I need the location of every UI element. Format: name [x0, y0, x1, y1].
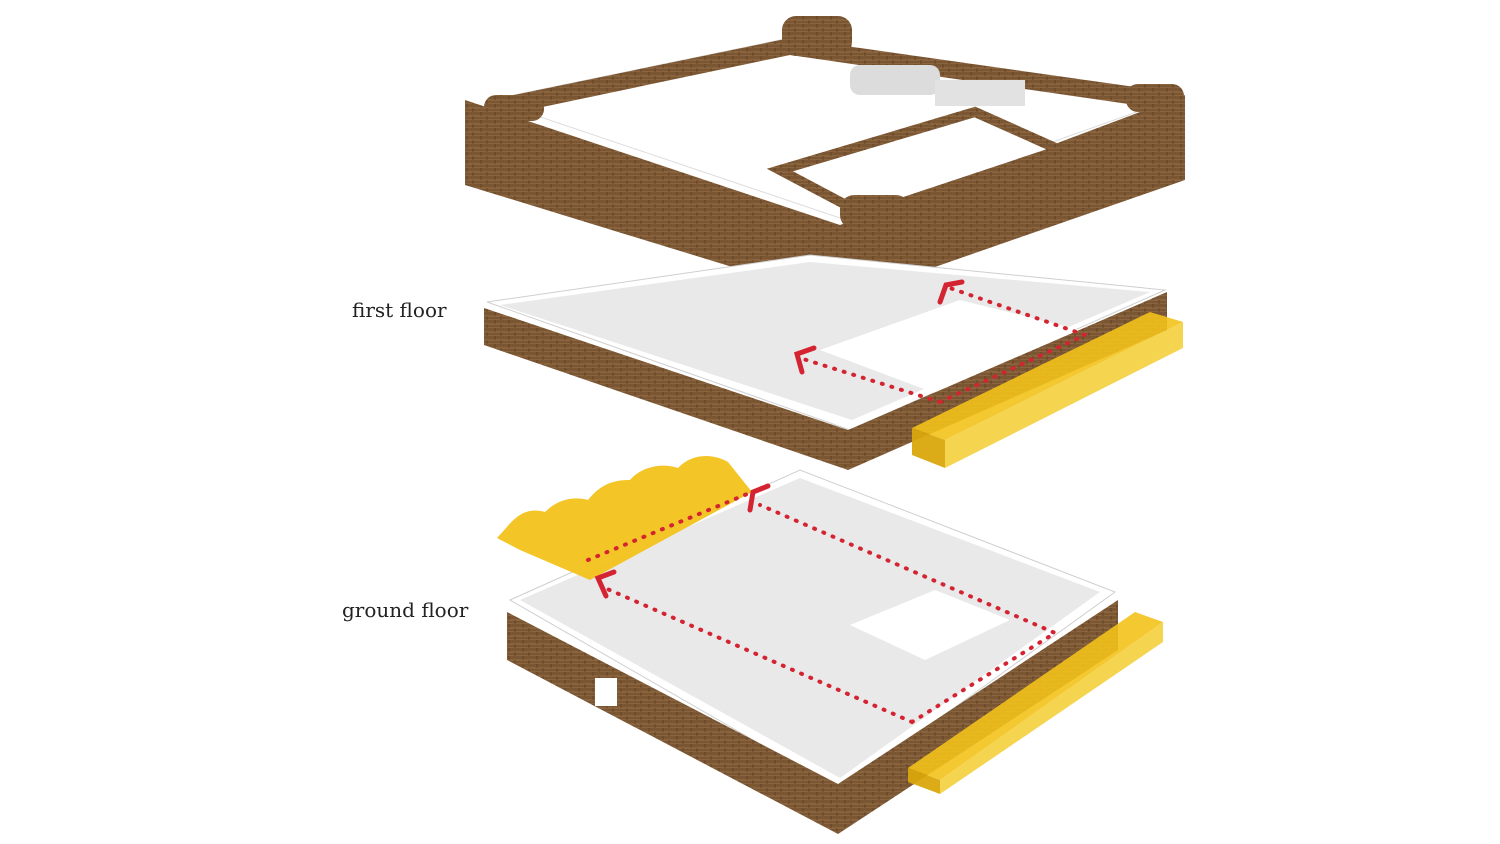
ground-floor-courtyard [850, 590, 1010, 660]
ground-floor-entry-canopy [497, 456, 752, 580]
first-floor-circulation-side [945, 322, 1183, 468]
ground-floor-entrance-door [595, 678, 617, 706]
ground-floor-route-branch [603, 586, 914, 724]
ground-floor-interior [520, 478, 1100, 778]
upper-tower-back [782, 16, 852, 56]
ground-floor-route-path [758, 503, 1060, 724]
upper-tower-right [1126, 84, 1184, 112]
upper-interior-block [850, 65, 940, 95]
upper-tower-inner [840, 195, 910, 229]
upper-tower-left [484, 95, 544, 121]
first-floor-circulation-top [912, 312, 1183, 440]
upper-wall-ring [465, 16, 1185, 300]
first-floor-circulation-front [912, 428, 945, 468]
first-floor-route-arrow-a [937, 279, 965, 305]
first-floor-route-branch [798, 356, 942, 404]
ground-floor-route [586, 483, 1060, 724]
first-floor-courtyard [820, 300, 1080, 395]
ground-floor-label: ground floor [342, 598, 469, 622]
ground-floor-circulation-bar [908, 612, 1163, 794]
ground-floor-route-arrow-b [594, 569, 617, 599]
entry-canopy-shape [497, 456, 752, 580]
first-floor-plate [484, 254, 1183, 470]
ground-floor-left-wall [507, 612, 838, 834]
upper-courtyard-opening [766, 106, 1074, 221]
upper-ring-left-wall [465, 100, 840, 300]
first-floor-route-arrow-b [793, 345, 817, 375]
first-floor-route [793, 279, 1091, 404]
first-floor-route-path [938, 286, 1091, 404]
first-floor-left-wall [484, 308, 848, 470]
ground-floor-circulation-top [908, 612, 1163, 780]
ground-floor-plate [497, 456, 1163, 834]
upper-interior-block-2 [935, 80, 1025, 106]
ground-floor-route-canopy [586, 490, 754, 562]
upper-ring-right-wall [840, 95, 1185, 300]
first-floor-circulation-bar [912, 312, 1183, 468]
ground-floor-route-arrow-a [747, 483, 771, 513]
ground-floor-circulation-side [940, 622, 1163, 794]
ground-floor-circulation-front [908, 768, 940, 794]
first-floor-label: first floor [352, 298, 447, 322]
